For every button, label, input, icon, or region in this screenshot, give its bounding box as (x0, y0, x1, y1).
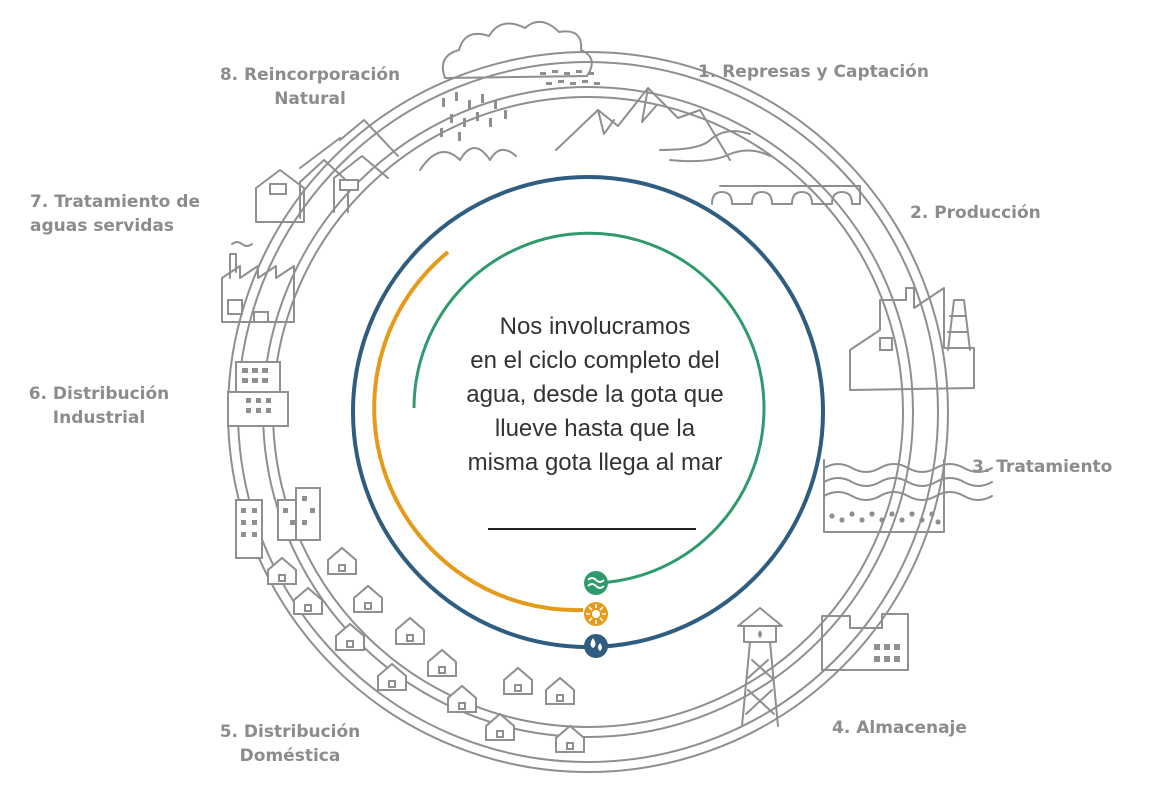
orange-arc (372, 250, 584, 613)
stage-label-5: 5. Distribución Doméstica (200, 720, 380, 768)
center-message: Nos involucramos en el ciclo completo de… (466, 313, 724, 476)
production-plant-illustration (849, 287, 975, 391)
stage-label-6: 6. Distribución Industrial (14, 382, 184, 430)
center-divider (488, 528, 696, 530)
stage-label-2: 2. Producción (910, 201, 1041, 225)
water-tower-illustration (737, 607, 783, 727)
stage-label-4: 4. Almacenaje (832, 716, 967, 740)
stage-8-subtitle: Natural (274, 89, 346, 109)
stage-4-title: 4. Almacenaje (832, 718, 967, 738)
storage-building-illustration (821, 613, 909, 671)
stage-1-title: 1. Represas y Captación (698, 62, 929, 82)
houses-illustration (267, 546, 585, 753)
industrial-building-illustration (227, 361, 289, 427)
stage-8-title: 8. Reincorporación (219, 65, 401, 85)
stage-7-title: 7. Tratamiento de (30, 192, 200, 212)
stage-3-title: 3. Tratamiento (972, 457, 1113, 477)
stage-6-title: 6. Distribución (28, 384, 170, 404)
office-buildings-illustration (235, 487, 321, 559)
stage-label-1: 1. Represas y Captación (698, 60, 929, 84)
stage-2-title: 2. Producción (910, 203, 1041, 223)
treatment-tank-illustration (823, 459, 993, 533)
mountain-dam-illustration (555, 87, 861, 205)
hillside-houses-illustration (255, 119, 399, 223)
cloud-rain-illustration (419, 21, 600, 171)
sun-icon (584, 602, 608, 626)
stage-label-8: 8. Reincorporación Natural (200, 63, 420, 111)
stage-label-7: 7. Tratamiento de aguas servidas (30, 190, 230, 238)
stage-6-subtitle: Industrial (52, 408, 146, 428)
sewage-plant-illustration (221, 241, 295, 323)
stage-5-subtitle: Doméstica (239, 746, 341, 766)
stage-5-title: 5. Distribución (219, 722, 361, 742)
green-arc (412, 231, 766, 585)
water-waves-icon (584, 571, 608, 595)
stage-label-3: 3. Tratamiento (972, 455, 1112, 479)
stage-7-subtitle: aguas servidas (30, 216, 174, 236)
water-drops-icon (584, 634, 608, 658)
